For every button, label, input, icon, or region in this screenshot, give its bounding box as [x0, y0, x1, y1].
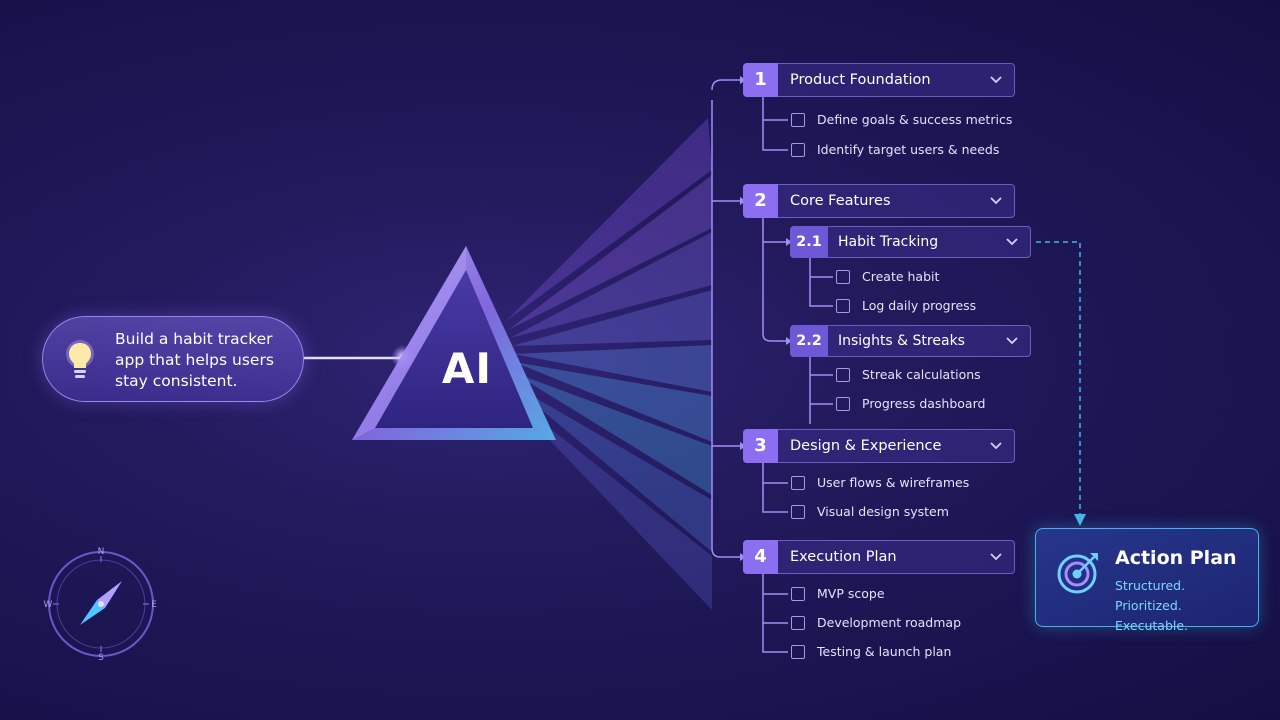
section-execution-plan[interactable]: 4 Execution Plan [743, 540, 1015, 574]
subsection-title: Habit Tracking [838, 234, 939, 250]
action-plan-title: Action Plan [1115, 547, 1237, 569]
chevron-down-icon[interactable] [1006, 238, 1018, 246]
checkbox[interactable] [836, 367, 850, 382]
checkbox[interactable] [791, 586, 805, 601]
compass-icon: N S W E [44, 547, 158, 663]
target-icon [1057, 553, 1098, 594]
section-title: Product Foundation [790, 72, 931, 88]
checklist-item[interactable]: Testing & launch plan [791, 643, 951, 661]
chevron-down-icon[interactable] [990, 553, 1002, 561]
action-plan-description: Structured. Prioritized. Executable. [1115, 578, 1189, 633]
checkbox[interactable] [791, 475, 805, 490]
section-number: 1 [743, 63, 778, 97]
section-title: Core Features [790, 193, 891, 209]
subsection-habit-tracking[interactable]: 2.1 Habit Tracking [790, 226, 1031, 258]
dashed-connector [1036, 241, 1081, 518]
checkbox[interactable] [791, 615, 805, 630]
checklist-item[interactable]: Create habit [836, 268, 939, 286]
checkbox[interactable] [836, 269, 850, 284]
checklist-item[interactable]: Progress dashboard [836, 395, 985, 413]
checklist-item[interactable]: Visual design system [791, 503, 949, 521]
section-number: 4 [743, 540, 778, 574]
section-design-experience[interactable]: 3 Design & Experience [743, 429, 1015, 463]
compass-west: W [44, 600, 53, 610]
section-product-foundation[interactable]: 1 Product Foundation [743, 63, 1015, 97]
chevron-down-icon[interactable] [1006, 337, 1018, 345]
checkbox[interactable] [791, 112, 805, 127]
ai-prism [352, 246, 556, 440]
tree-connectors [711, 79, 833, 653]
subsection-number: 2.2 [790, 325, 828, 357]
checklist-item[interactable]: Development roadmap [791, 614, 961, 632]
section-title: Design & Experience [790, 438, 942, 454]
action-plan-card: Action Plan Structured. Prioritized. Exe… [1035, 528, 1259, 633]
checklist-item[interactable]: User flows & wireframes [791, 474, 969, 492]
lightbulb-icon [66, 340, 94, 378]
prompt-bubble: Build a habit tracker app that helps use… [42, 316, 304, 402]
compass-south: S [98, 653, 104, 663]
chevron-down-icon[interactable] [990, 76, 1002, 84]
chevron-down-icon[interactable] [990, 197, 1002, 205]
checklist-item[interactable]: Define goals & success metrics [791, 111, 1012, 129]
checkbox[interactable] [836, 298, 850, 313]
checkbox[interactable] [791, 644, 805, 659]
section-core-features[interactable]: 2 Core Features [743, 184, 1015, 218]
subsection-insights-streaks[interactable]: 2.2 Insights & Streaks [790, 325, 1031, 357]
checkbox[interactable] [836, 396, 850, 411]
checklist-item[interactable]: MVP scope [791, 585, 885, 603]
checkbox[interactable] [791, 142, 805, 157]
compass-east: E [151, 600, 157, 610]
checklist-item[interactable]: Streak calculations [836, 366, 981, 384]
checkbox[interactable] [791, 504, 805, 519]
subsection-title: Insights & Streaks [838, 333, 965, 349]
section-title: Execution Plan [790, 549, 897, 565]
subsection-number: 2.1 [790, 226, 828, 258]
chevron-down-icon[interactable] [990, 442, 1002, 450]
section-number: 3 [743, 429, 778, 463]
checklist-item[interactable]: Identify target users & needs [791, 141, 999, 159]
section-number: 2 [743, 184, 778, 218]
ai-label: AI [441, 344, 493, 393]
prompt-text: Build a habit tracker app that helps use… [115, 330, 274, 390]
compass-north: N [98, 547, 105, 557]
dashed-connector-arrow [1074, 514, 1086, 526]
light-beams [504, 118, 712, 610]
checklist-item[interactable]: Log daily progress [836, 297, 976, 315]
connector-arrows [740, 76, 792, 561]
